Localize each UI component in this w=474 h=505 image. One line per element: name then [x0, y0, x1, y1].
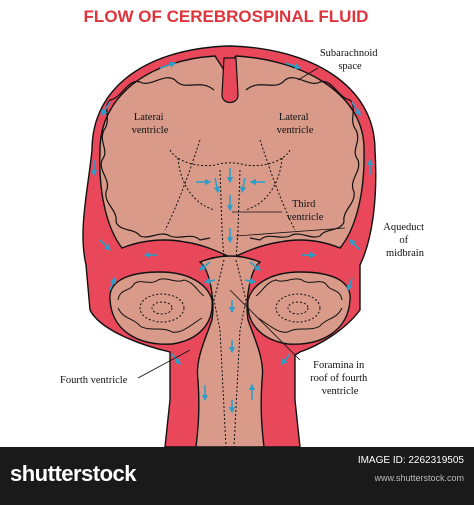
cerebellum-left — [109, 271, 213, 345]
cerebellum-left-inner — [151, 301, 173, 315]
label-third-ventricle: Third ventricle — [287, 199, 324, 223]
label-aqueduct: Aqueduct of midbrain — [383, 222, 426, 259]
label-lateral-ventricle-left: Laterai ventricle — [132, 112, 169, 136]
longitudinal-fissure — [221, 57, 239, 104]
cerebellum-left-core — [139, 293, 185, 323]
stock-footer-bar: shutterstock IMAGE ID: 2262319505 www.sh… — [0, 447, 474, 505]
flow-arrows — [90, 61, 374, 414]
gyri-outline-right — [245, 77, 360, 241]
gyri-outline — [100, 77, 215, 241]
label-fourth-ventricle: Fourth ventricle — [60, 375, 128, 386]
cerebellum-left-folia — [117, 278, 205, 333]
brand-logo: shutterstock — [10, 461, 137, 486]
cerebrum — [99, 55, 365, 259]
label-foramina: Foramina in roof of fourth ventricle — [310, 360, 370, 397]
image-id: IMAGE ID: 2262319505 — [357, 455, 464, 466]
label-lateral-ventricle-right: Lateral ventricle — [277, 112, 314, 136]
third-ventricle — [219, 169, 241, 261]
cerebellum-right — [247, 271, 351, 345]
leader-lines — [137, 67, 346, 379]
cerebellum-right-folia — [255, 278, 343, 333]
diagram-title: FLOW OF CEREBROSPINAL FLUID — [84, 7, 369, 26]
cerebellum-right-inner — [287, 301, 309, 315]
fourth-ventricle — [213, 259, 247, 448]
site-url: www.shutterstock.com — [374, 473, 464, 483]
cerebellum-right-core — [275, 293, 321, 323]
lateral-ventricles — [164, 139, 296, 231]
label-subarachnoid: Subarachnoid space — [320, 48, 380, 72]
